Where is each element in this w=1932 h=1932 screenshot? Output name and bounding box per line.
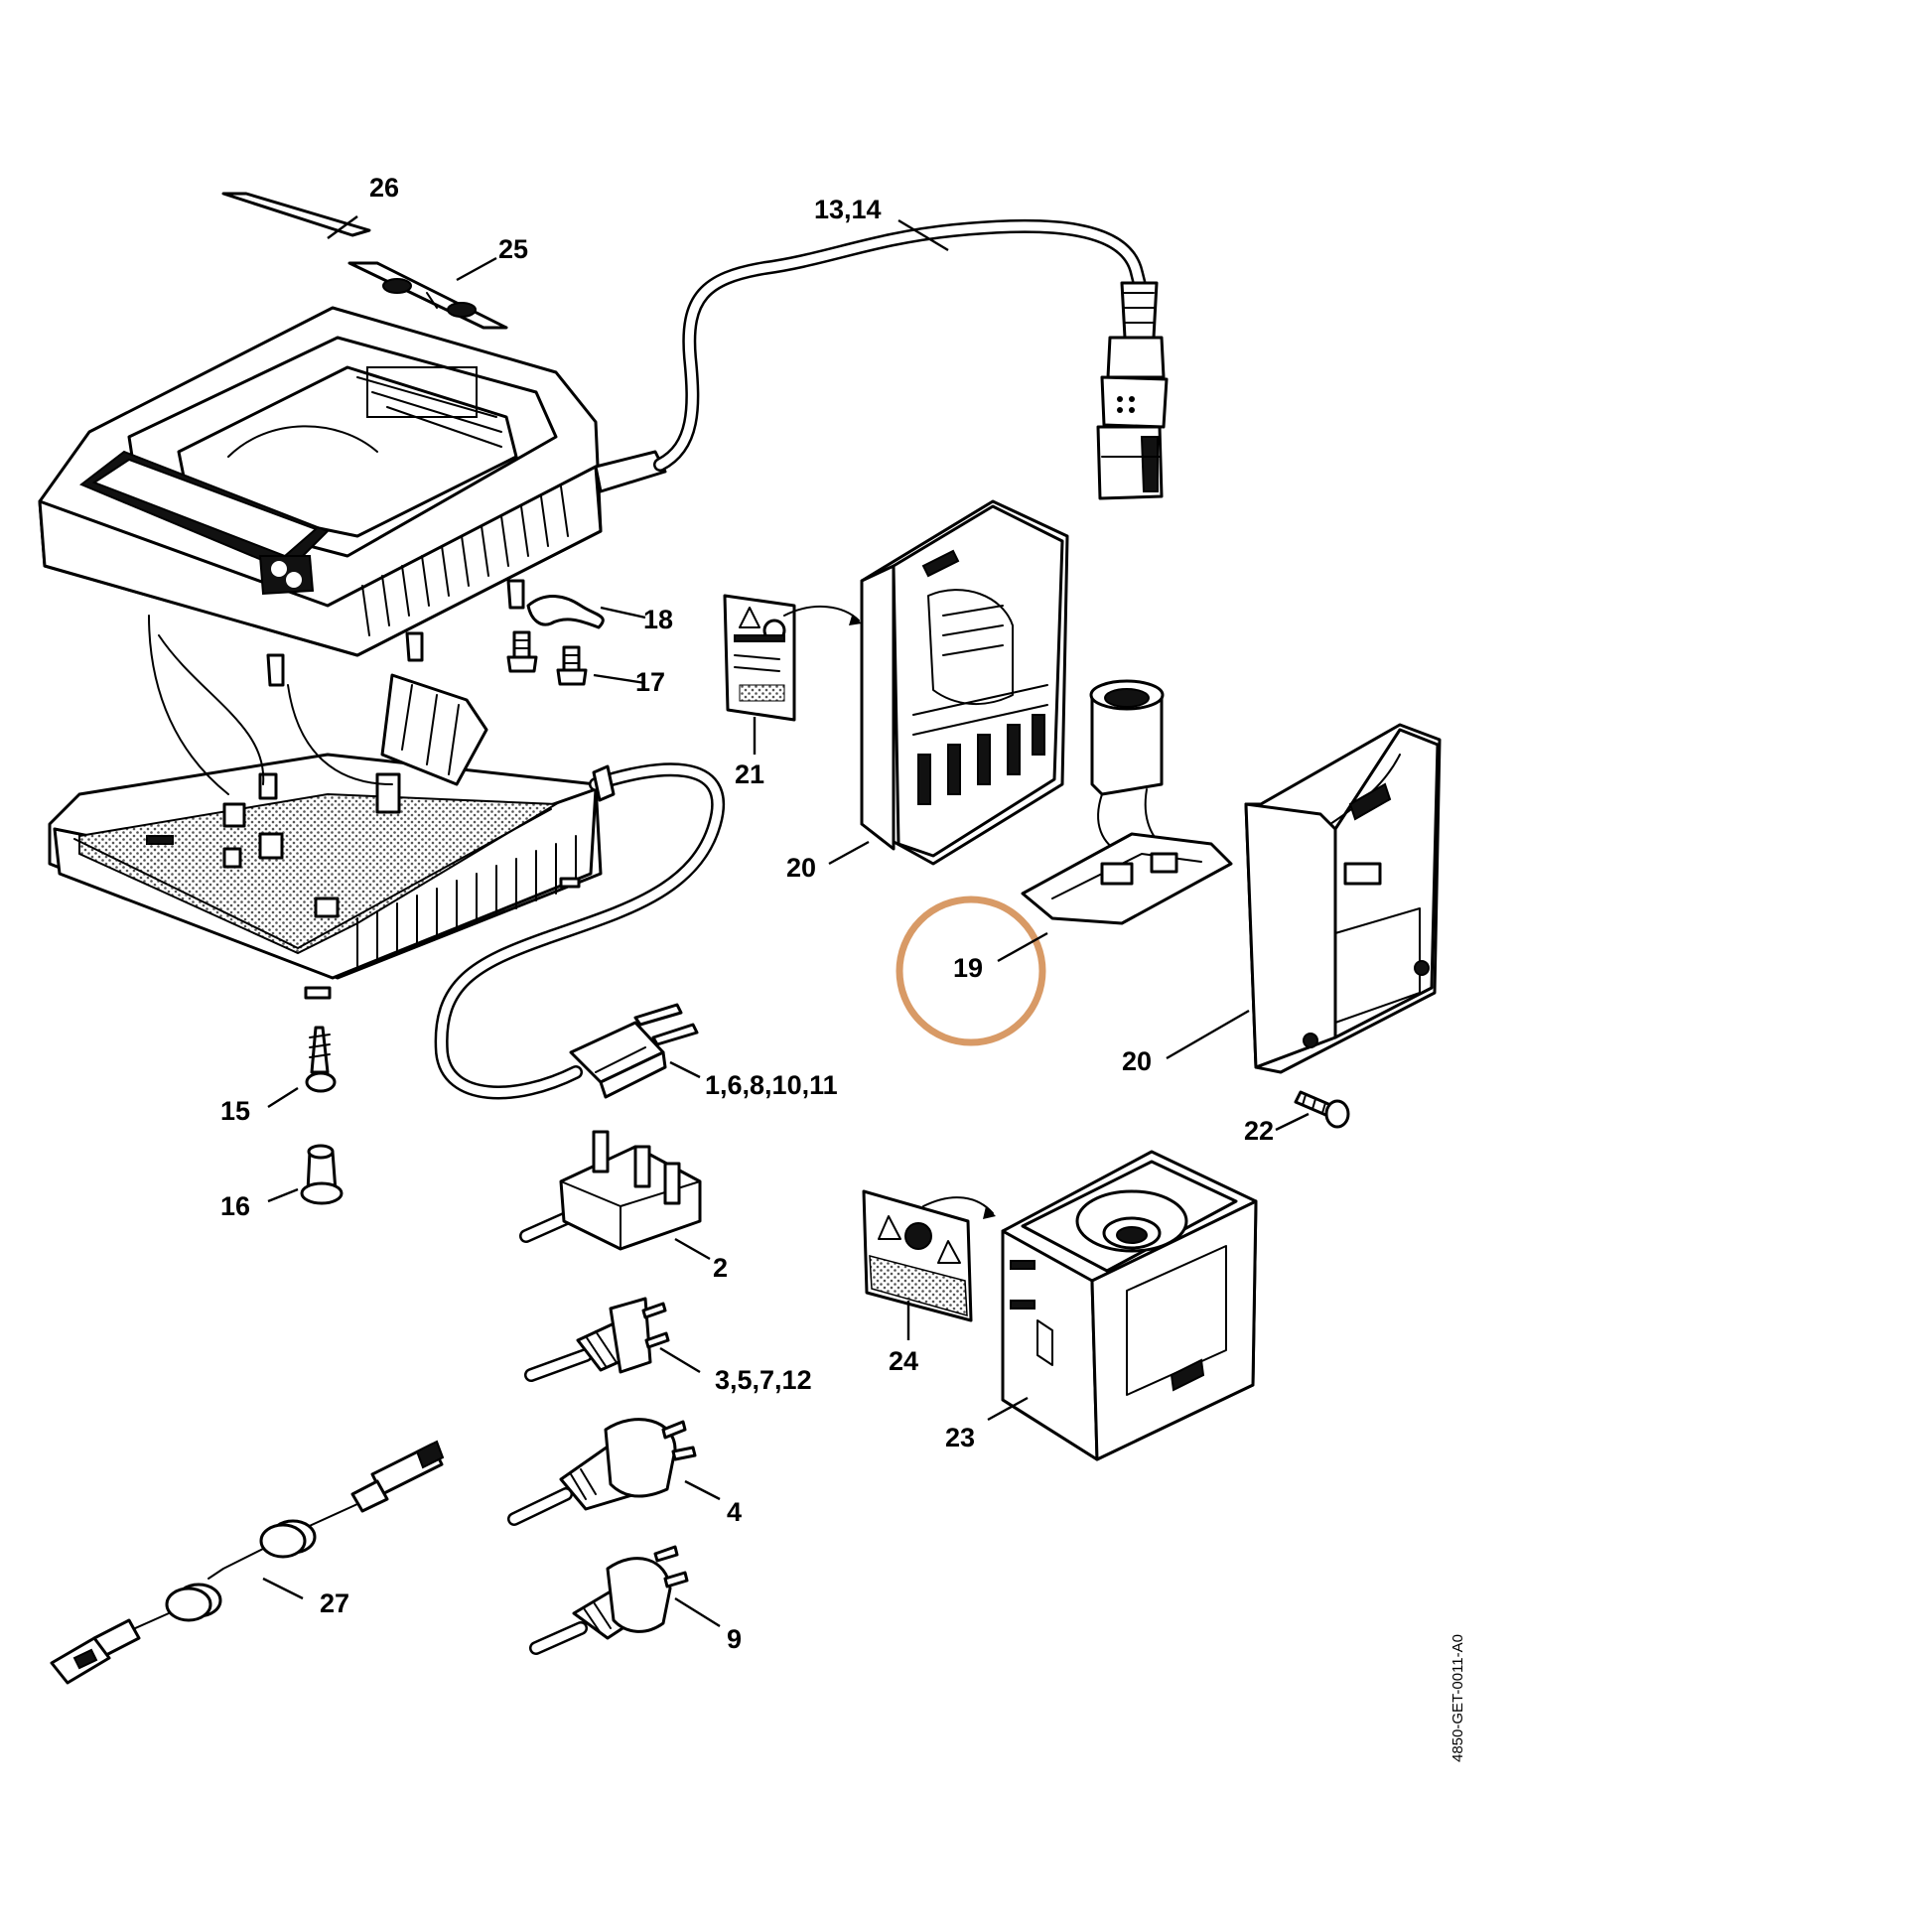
callout-23: 23 bbox=[945, 1423, 975, 1452]
callout-26: 26 bbox=[369, 173, 399, 203]
callout-27: 27 bbox=[320, 1588, 349, 1618]
symbol-label-illustration bbox=[347, 261, 508, 330]
callout-25: 25 bbox=[498, 234, 528, 264]
mains-cable-euro-illustration bbox=[434, 762, 725, 1100]
callout-labels: 26 25 13,14 18 17 21 20 19 20 22 15 16 1… bbox=[220, 173, 1274, 1654]
mains-cable-uk-illustration bbox=[519, 1130, 702, 1251]
connection-cable-illustration bbox=[653, 218, 1169, 500]
callout-3-5-7-12: 3,5,7,12 bbox=[715, 1365, 812, 1395]
callout-20-left: 20 bbox=[786, 853, 816, 883]
usb-cable-illustration bbox=[50, 1440, 445, 1685]
callout-22: 22 bbox=[1244, 1116, 1274, 1146]
callout-15: 15 bbox=[220, 1096, 250, 1126]
callout-13-14: 13,14 bbox=[814, 195, 882, 224]
housing-half-left-illustration bbox=[860, 499, 1069, 866]
battery-adapter-illustration bbox=[1001, 1150, 1258, 1461]
callout-17: 17 bbox=[635, 667, 665, 697]
callout-9: 9 bbox=[727, 1624, 742, 1654]
callout-20-right: 20 bbox=[1122, 1046, 1152, 1076]
label-strip-illustration bbox=[221, 192, 371, 237]
mains-cable-au-illustration bbox=[507, 1418, 697, 1526]
warning-label-21-illustration bbox=[723, 594, 862, 722]
callout-21: 21 bbox=[735, 759, 764, 789]
callout-24: 24 bbox=[889, 1346, 918, 1376]
housing-screw-illustration bbox=[1294, 1090, 1350, 1129]
tapping-screw-illustration bbox=[305, 1026, 337, 1093]
charger-base-illustration bbox=[48, 615, 603, 1000]
spring-clip-illustration bbox=[526, 595, 605, 629]
callout-16: 16 bbox=[220, 1191, 250, 1221]
callout-4: 4 bbox=[727, 1497, 742, 1527]
rubber-foot-illustration bbox=[300, 1144, 344, 1205]
housing-half-right-illustration bbox=[1244, 723, 1442, 1074]
callout-18: 18 bbox=[643, 605, 673, 634]
mains-cable-us-illustration bbox=[524, 1297, 670, 1382]
screw-17-illustration bbox=[506, 630, 588, 686]
leader-lines bbox=[262, 215, 1310, 1628]
charger-top-illustration bbox=[38, 306, 667, 687]
mains-cable-cn-illustration bbox=[529, 1545, 689, 1655]
highlight-circle bbox=[896, 896, 1046, 1046]
callout-1-6-8-10-11: 1,6,8,10,11 bbox=[705, 1070, 838, 1100]
drawing-code: 4850-GET-0011-A0 bbox=[1449, 1634, 1466, 1762]
adapter-label-illustration bbox=[862, 1189, 996, 1322]
contact-plate-illustration bbox=[1021, 679, 1233, 925]
callout-2: 2 bbox=[713, 1253, 728, 1283]
callout-19: 19 bbox=[953, 953, 983, 983]
